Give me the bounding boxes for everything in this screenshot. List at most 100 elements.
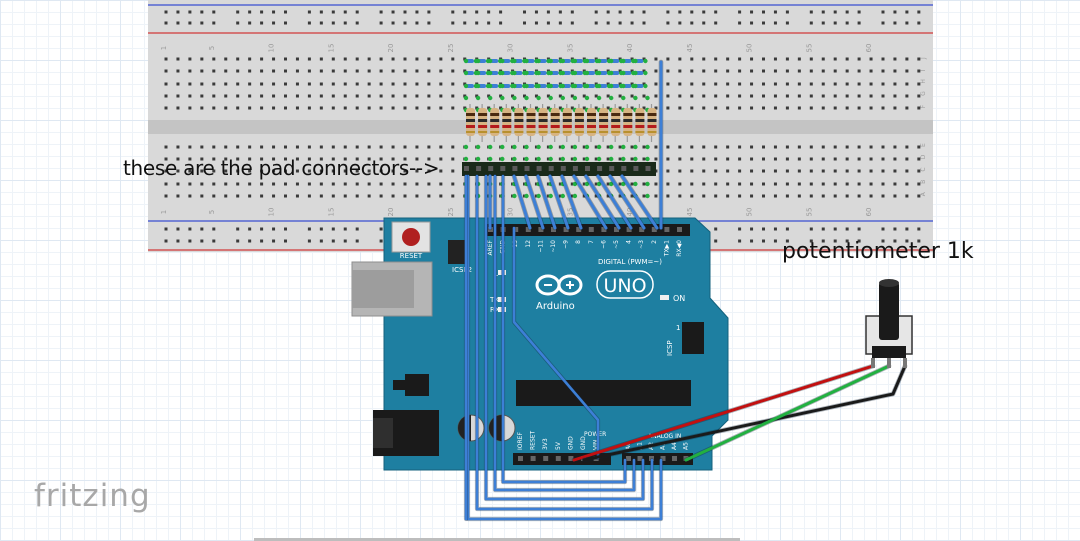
breadboard-hole (164, 69, 168, 73)
breadboard-hole (427, 21, 431, 25)
breadboard-hole (869, 57, 873, 61)
jumper-segment (550, 59, 559, 63)
resistor-band (526, 131, 536, 133)
breadboard-hole (654, 69, 658, 73)
connection-point (633, 181, 638, 187)
connection-point (596, 181, 602, 187)
breadboard-hole (773, 182, 777, 186)
breadboard-hole (654, 194, 658, 198)
breadboard-hole (678, 106, 682, 110)
breadboard-hole (845, 194, 849, 198)
digital-pin-label: AREF (487, 239, 494, 255)
breadboard-hole (905, 21, 909, 25)
breadboard-hole (750, 21, 754, 25)
breadboard-hole (869, 182, 873, 186)
breadboard-hole (487, 94, 491, 98)
breadboard-hole (869, 194, 873, 198)
breadboard-hole (331, 194, 335, 198)
breadboard-hole (200, 82, 204, 86)
column-number-top: 10 (268, 44, 276, 53)
connection-point (475, 83, 481, 89)
breadboard-hole (248, 157, 252, 161)
pad-connector-header[interactable] (462, 162, 656, 176)
connection-point (609, 144, 614, 150)
breadboard-hole (272, 94, 276, 98)
pad-pin (621, 166, 627, 171)
breadboard-hole (319, 227, 323, 231)
breadboard-hole (905, 227, 909, 231)
breadboard-hole (475, 21, 479, 25)
breadboard-hole (236, 21, 240, 25)
breadboard-hole (594, 194, 598, 198)
resistor-array[interactable] (466, 104, 657, 142)
breadboard-hole (379, 182, 383, 186)
breadboard-hole (499, 10, 503, 14)
breadboard-hole (558, 145, 562, 149)
breadboard-hole (391, 10, 395, 14)
pad-pin (500, 166, 506, 171)
breadboard-hole (762, 106, 765, 110)
jumper-segment (466, 59, 474, 63)
resistor-band (635, 113, 645, 116)
breadboard-hole (881, 227, 885, 231)
breadboard-hole (630, 106, 634, 110)
connection-point (596, 144, 602, 150)
digital-pin (538, 227, 544, 232)
breadboard-hole (367, 57, 371, 61)
breadboard-hole (857, 157, 861, 161)
breadboard-hole (702, 157, 706, 161)
breadboard-hole (726, 69, 730, 73)
connection-point (512, 58, 517, 64)
breadboard-hole (367, 106, 371, 110)
breadboard-hole (355, 157, 359, 161)
breadboard-hole (606, 106, 610, 110)
voltage-regulator (405, 374, 429, 396)
breadboard-hole (379, 82, 383, 86)
connection-point (548, 156, 553, 162)
breadboard-hole (773, 239, 777, 243)
breadboard-hole (594, 21, 598, 25)
connection-point (584, 83, 590, 89)
breadboard-hole (260, 239, 264, 243)
connection-point (621, 156, 626, 162)
connection-point (500, 70, 505, 76)
breadboard-hole (164, 157, 168, 161)
breadboard-hole (630, 57, 634, 61)
resistor-band (502, 125, 512, 128)
breadboard-hole (415, 94, 419, 98)
breadboard-hole (558, 194, 562, 198)
connection-point (548, 83, 553, 89)
breadboard-hole (546, 194, 550, 198)
resistor-band (502, 113, 512, 116)
breadboard-hole (869, 94, 873, 98)
resistor-band (466, 119, 475, 122)
breadboard-hole (463, 94, 467, 98)
breadboard-hole (415, 194, 419, 198)
breadboard-hole (642, 106, 646, 110)
connection-point (524, 95, 529, 101)
analog-pin-label: A1 (637, 442, 644, 450)
breadboard-hole (642, 10, 646, 14)
breadboard-hole (463, 69, 467, 73)
breadboard-hole (164, 94, 168, 98)
breadboard-hole (773, 57, 777, 61)
breadboard-hole (738, 239, 742, 243)
reset-button[interactable] (402, 228, 420, 246)
breadboard-hole (702, 57, 706, 61)
breadboard-hole (511, 106, 515, 110)
potentiometer[interactable] (865, 279, 913, 368)
connection-point (500, 83, 505, 89)
breadboard-hole (307, 145, 311, 149)
connection-point (633, 144, 638, 150)
jumper-segment (623, 71, 632, 75)
connection-point (524, 83, 529, 89)
breadboard-hole (666, 145, 670, 149)
arduino-logo (535, 274, 583, 296)
breadboard-hole (260, 157, 264, 161)
resistor-band (611, 113, 621, 116)
breadboard-hole (738, 10, 742, 14)
wires[interactable] (463, 59, 908, 522)
icsp-pin-1: 1 (676, 324, 680, 332)
breadboard-hole (212, 106, 216, 110)
